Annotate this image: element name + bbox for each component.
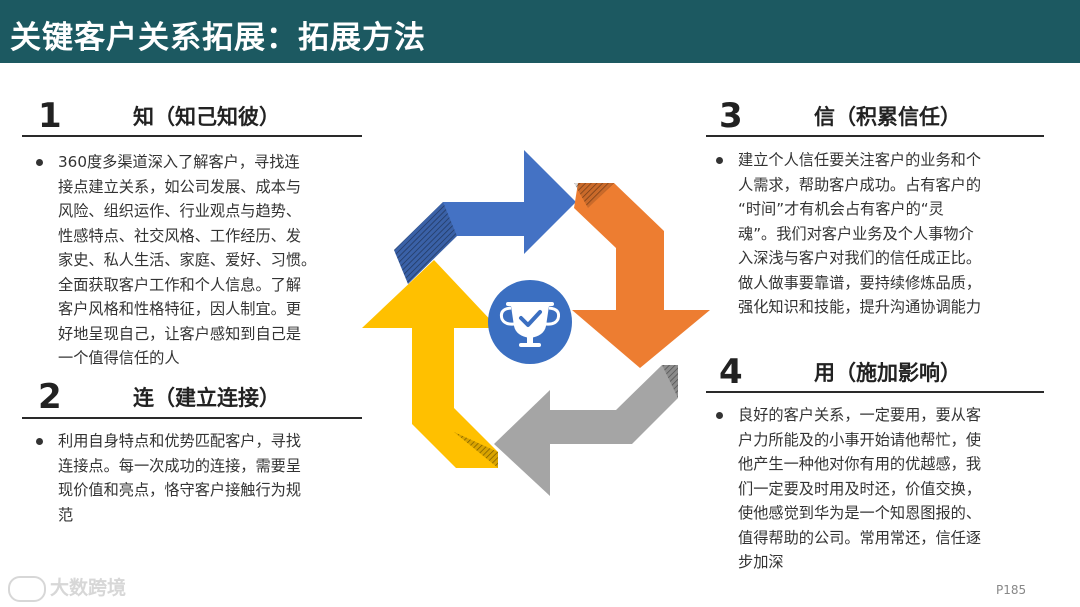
page-title: 关键客户关系拓展：拓展方法 [10,20,426,56]
section-2-line: 现价值和亮点，恪守客户接触行为规 [58,481,301,499]
page-number: P185 [996,583,1027,597]
section-1-divider [22,135,362,137]
section-1-line: 风险、组织运作、行业观点与趋势、 [58,202,301,220]
section-2-line: 范 [58,505,74,524]
section-2-line: 利用自身特点和优势匹配客户，寻找 [58,432,301,450]
section-1-line: 一个值得信任的人 [58,349,180,367]
orange-arrow-body [572,183,710,368]
section-1-heading: 知（知己知彼） [133,105,280,129]
section-2-divider [22,417,362,419]
section-2-line: 连接点。每一次成功的连接，需要呈 [58,456,301,475]
section-1-line: 好地呈现自己，让客户感知到自己是 [58,324,301,343]
watermark-text: 大数跨境 [50,577,127,599]
gray-arrow-fold [662,365,678,398]
section-1-line: 360度多渠道深入了解客户，寻找连 [58,153,300,171]
section-3-line: “时间”才有机会占有客户的“灵 [738,200,944,218]
gray-arrow-body [494,365,678,496]
bullet-icon [36,159,43,166]
section-1-number: 1 [38,96,62,136]
section-2-body: 利用自身特点和优势匹配客户，寻找 连接点。每一次成功的连接，需要呈 现价值和亮点… [36,429,301,527]
section-3-divider [706,135,1044,137]
center-badge [488,280,572,364]
bullet-icon [36,438,43,445]
section-3-number: 3 [719,96,743,136]
section-4-line: 他产生一种他对你有用的优越感，我 [738,455,981,473]
yellow-arrow-body [362,260,498,468]
section-1-line: 全面获取客户工作和个人信息。了解 [58,275,301,294]
section-2-number: 2 [38,377,62,417]
yellow-arrow-fold [454,432,498,468]
blue-arrow [394,150,576,284]
section-3-line: 人需求，帮助客户成功。占有客户的 [738,175,981,194]
section-4-line: 户力所能及的小事开始请他帮忙，使 [738,430,981,449]
section-3-heading: 信（积累信任） [814,105,961,129]
section-4-number: 4 [719,352,743,392]
cycle-diagram [362,150,710,496]
bullet-icon [716,412,723,419]
section-4-line: 使他感觉到华为是一个知恩图报的、 [738,504,981,522]
section-3-line: 入深浅与客户对我们的信任成正比。 [738,249,981,267]
watermark: 大数跨境 [8,573,126,602]
section-3-line: 做人做事要靠谱，要持续修炼品质， [738,273,981,292]
section-4-line: 们一定要及时用及时还，价值交换， [738,479,981,498]
section-1-line: 家史、私人生活、家庭、爱好、习惯。 [58,251,317,269]
section-4-line: 步加深 [738,553,784,571]
section-1-body: 360度多渠道深入了解客户，寻找连 接点建立关系，如公司发展、成本与 风险、组织… [36,150,316,371]
section-3-body: 建立个人信任要关注客户的业务和个 人需求，帮助客户成功。占有客户的 “时间”才有… [716,148,981,320]
brand-logo-icon [8,575,46,602]
trophy-check-icon [499,302,561,347]
gray-arrow [494,365,678,496]
orange-arrow-fold [574,183,614,208]
title-bar: 关键客户关系拓展：拓展方法 [0,0,1080,63]
section-4-body: 良好的客户关系，一定要用，要从客 户力所能及的小事开始请他帮忙，使 他产生一种他… [716,403,981,575]
section-3-line: 强化知识和技能，提升沟通协调能力 [738,298,981,316]
bullet-icon [716,157,723,164]
section-4-line: 值得帮助的公司。常用常还，信任逐 [738,528,981,547]
section-3-line: 魂”。我们对客户业务及个人事物介 [738,224,974,243]
section-4-divider [706,391,1044,393]
section-4-heading: 用（施加影响） [814,361,961,385]
yellow-arrow [362,260,498,468]
section-1-line: 性感特点、社交风格、工作经历、发 [58,226,301,245]
blue-arrow-fold [394,202,457,284]
section-1-line: 客户风格和性格特征，因人制宜。更 [58,300,301,318]
orange-arrow [572,183,710,368]
section-1-line: 接点建立关系，如公司发展、成本与 [58,177,301,196]
section-3-line: 建立个人信任要关注客户的业务和个 [738,151,981,169]
section-4-line: 良好的客户关系，一定要用，要从客 [738,406,981,424]
section-2-heading: 连（建立连接） [133,386,280,410]
